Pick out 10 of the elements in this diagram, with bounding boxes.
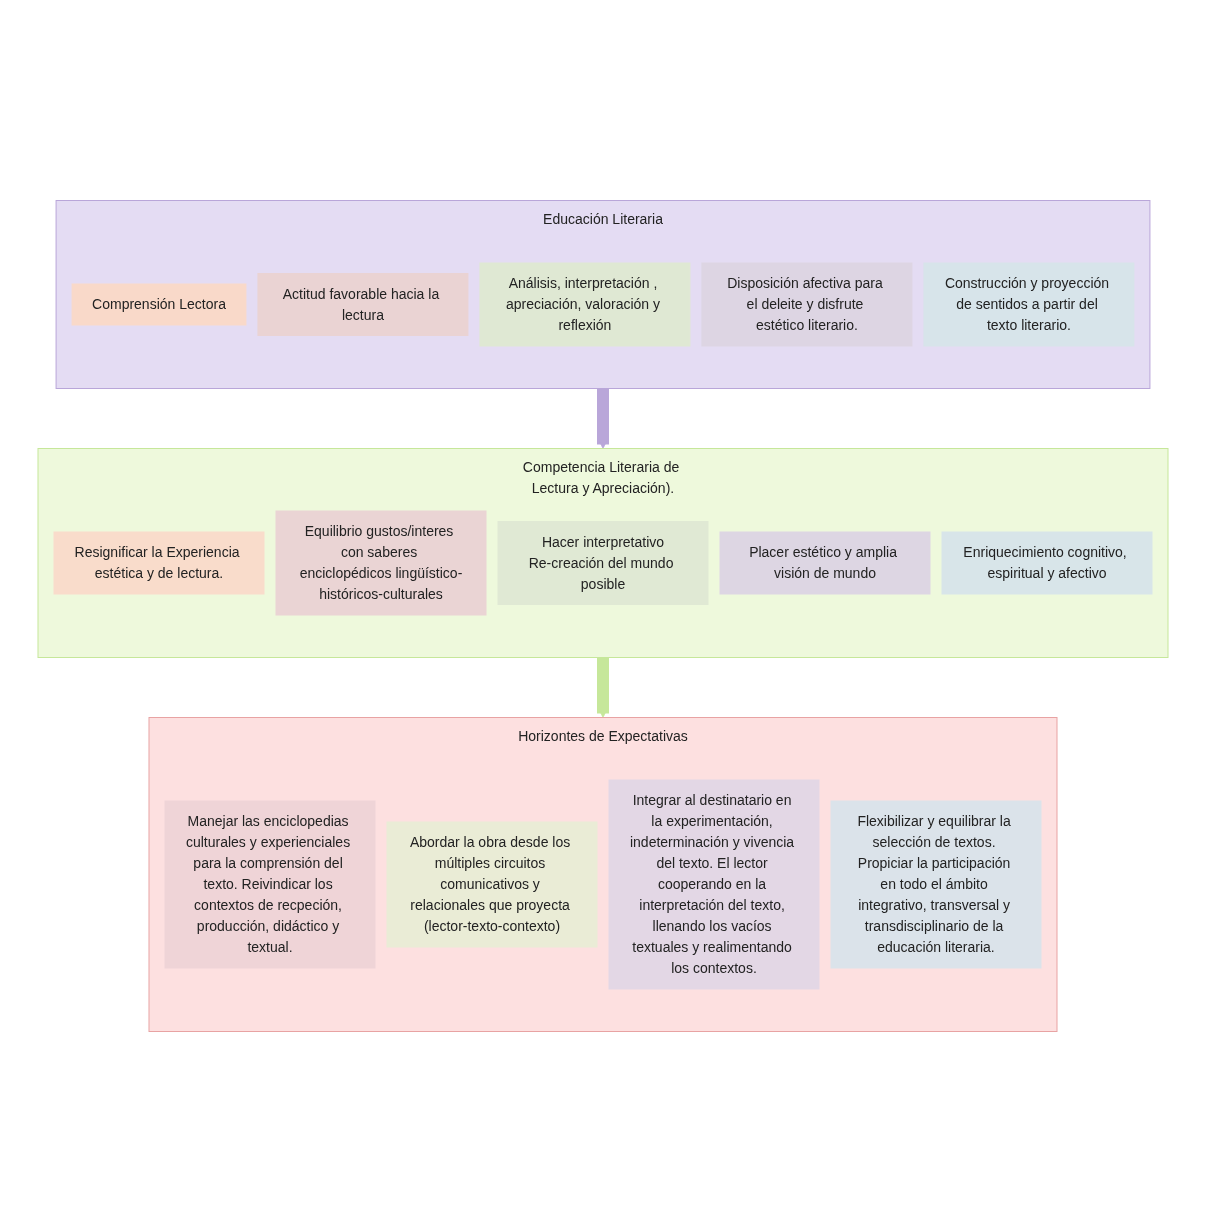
node-box: Resignificar la Experiencia estética y de lectura. — [53, 531, 265, 595]
node-box: Integrar al destinatario en la experimentación, indeterminación y vivencia del texto. El lector cooperando en la interpretación del texto, llenando los vacíos textuales y realimentando los contextos. — [608, 779, 820, 990]
node-box: Equilibrio gustos/interes con saberes enciclopédicos lingüístico-históricos-culturales — [275, 510, 487, 616]
arrow — [597, 387, 609, 449]
arrow — [597, 656, 609, 718]
node-box: Actitud favorable hacia la lectura — [257, 273, 469, 336]
node-box: Placer estético y amplia visión de mundo — [719, 531, 931, 595]
node-box: Flexibilizar y equilibrar la selección de textos. Propiciar la participación en todo el ámbito integrativo, transversal y transdisciplinario de la educación literaria. — [830, 800, 1042, 969]
node-box: Análisis, interpretación , apreciación, valoración y reflexión — [479, 262, 691, 347]
node-box: Comprensión Lectora — [71, 283, 247, 326]
